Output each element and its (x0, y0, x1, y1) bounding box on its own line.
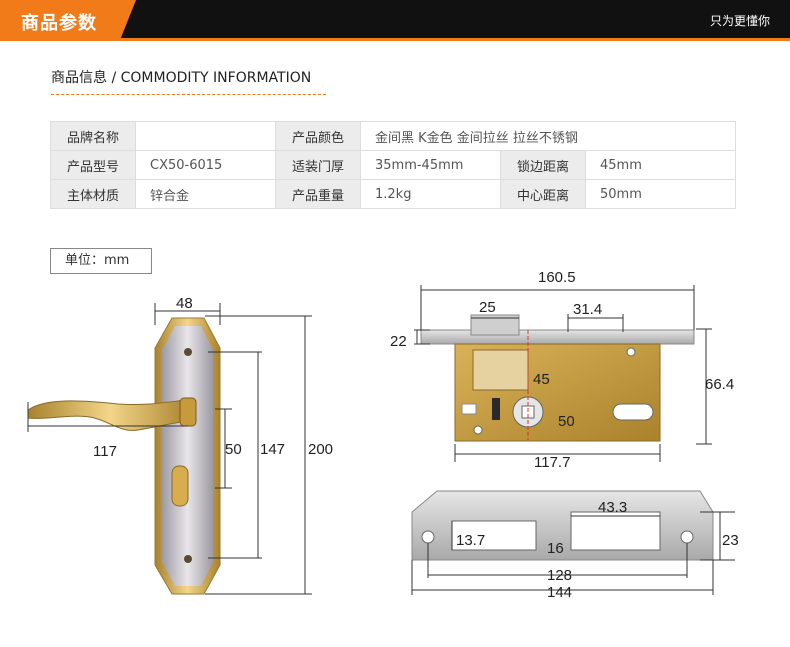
section-divider (51, 94, 326, 95)
dim-plate-length: 144 (547, 584, 572, 601)
unit-label: 单位：mm (50, 248, 152, 274)
table-row: 主体材质 锌合金 产品重量 1.2kg 中心距离 50mm (50, 179, 736, 209)
header-title: 商品参数 (21, 13, 97, 34)
slot (492, 398, 500, 420)
screw-icon (626, 347, 636, 357)
page-header: 商品参数 只为更懂你 (0, 0, 790, 41)
keyhole-icon (612, 403, 654, 421)
spec-label: 产品颜色 (275, 121, 361, 151)
spec-label: 品牌名称 (50, 121, 136, 151)
screw-hole-icon (421, 530, 435, 544)
spec-table: 品牌名称 产品颜色 金间黑 K金色 金间拉丝 拉丝不锈钢 产品型号 CX50-6… (50, 121, 736, 209)
header-underline (0, 38, 790, 41)
handle-rose (179, 397, 197, 427)
dim-faceplate-length: 160.5 (538, 269, 576, 286)
lock-body-drawing: 160.5 25 31.4 22 45 50 66.4 117.7 (390, 269, 734, 471)
lock-case (454, 343, 661, 442)
dim-faceplate-width: 22 (390, 333, 407, 350)
dim-gap: 16 (547, 540, 564, 557)
dim-plate-height: 200 (308, 441, 333, 458)
strike-plate (411, 490, 714, 561)
dim-latch-width: 25 (479, 299, 496, 316)
handle-drawing: 48 117 50 147 200 (27, 295, 333, 595)
spec-label: 产品重量 (275, 179, 361, 209)
spec-value: 金间黑 K金色 金间拉丝 拉丝不锈钢 (360, 121, 736, 151)
spec-label: 锁边距离 (500, 150, 586, 180)
screw-icon (473, 425, 483, 435)
strike-hole (451, 520, 537, 551)
lever-handle (27, 399, 193, 431)
strike-plate-drawing: 13.7 43.3 16 23 128 144 (411, 490, 739, 601)
spec-label: 产品型号 (50, 150, 136, 180)
dim-hole-width: 43.3 (598, 499, 627, 516)
thumb-turn (171, 465, 189, 507)
strike-hole (570, 511, 661, 551)
dim-screw-spacing: 128 (547, 567, 572, 584)
handle-plate (154, 317, 221, 595)
latch-bolt (470, 314, 520, 336)
spec-label: 适装门厚 (275, 150, 361, 180)
screw-icon (184, 348, 192, 356)
spec-value (135, 121, 276, 151)
header-tab (0, 0, 120, 40)
dim-spindle-to-key: 50 (225, 441, 242, 458)
dim-backset: 45 (533, 371, 550, 388)
dim-center-distance: 50 (558, 413, 575, 430)
screw-icon (184, 555, 192, 563)
header-tab-notch (120, 0, 136, 40)
dim-bolt-width: 31.4 (573, 301, 602, 318)
spec-value: 35mm-45mm (360, 150, 501, 180)
spindle-square (521, 405, 535, 419)
dim-body-length: 117.7 (534, 454, 570, 471)
dim-hole-height: 13.7 (456, 532, 485, 549)
spindle-hub (512, 396, 544, 428)
dim-lever-length: 117 (93, 443, 117, 460)
spec-value: 锌合金 (135, 179, 276, 209)
dim-plate-width: 23 (722, 532, 739, 549)
section-title: 商品信息 / COMMODITY INFORMATION (51, 70, 312, 86)
spec-value: CX50-6015 (135, 150, 276, 180)
dim-plate-width: 48 (176, 295, 193, 312)
spec-value: 1.2kg (360, 179, 501, 209)
screw-hole-icon (680, 530, 694, 544)
header-slogan: 只为更懂你 (709, 14, 770, 28)
spec-label: 主体材质 (50, 179, 136, 209)
spec-value: 50mm (585, 179, 736, 209)
table-row: 品牌名称 产品颜色 金间黑 K金色 金间拉丝 拉丝不锈钢 (50, 121, 736, 151)
slot (461, 403, 477, 415)
faceplate (420, 329, 695, 345)
table-row: 产品型号 CX50-6015 适装门厚 35mm-45mm 锁边距离 45mm (50, 150, 736, 180)
handle-plate-inner (162, 326, 213, 586)
spec-label: 中心距离 (500, 179, 586, 209)
dim-body-height: 66.4 (705, 376, 734, 393)
dim-screw-spacing: 147 (260, 441, 285, 458)
spec-value: 45mm (585, 150, 736, 180)
lock-inner (472, 349, 529, 391)
